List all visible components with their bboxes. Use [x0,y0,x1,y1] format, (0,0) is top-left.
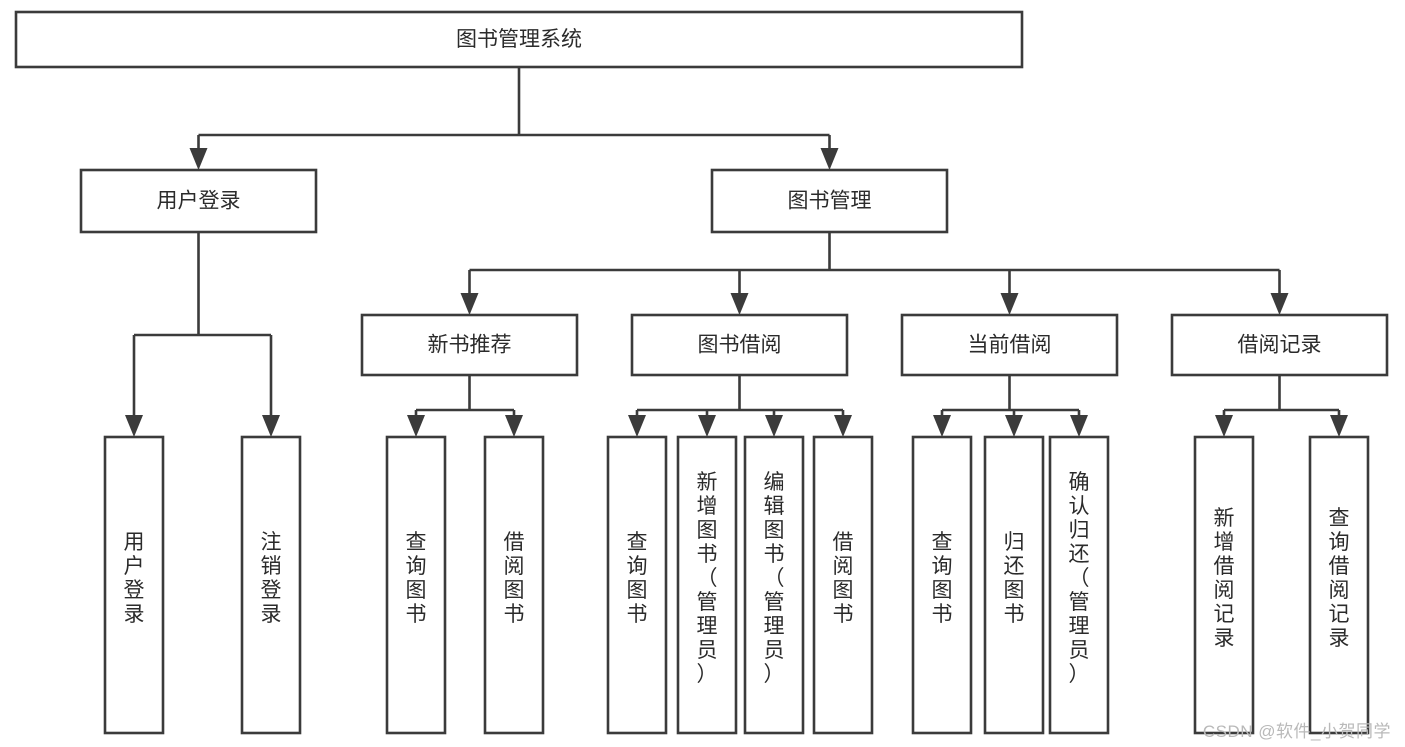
node-leaf-query-book-3[interactable]: 查询图书 [911,435,973,735]
node-label: 图书管理 [788,190,872,213]
node-label: 查询图书 [406,531,427,626]
csdn-watermark: CSDN @软件_小贺同学 [1202,722,1391,741]
node-box[interactable] [483,435,545,735]
node-label: 用户登录 [157,190,241,213]
node-box[interactable] [79,168,318,234]
arrow-head [834,415,852,437]
node-box[interactable] [812,435,874,735]
node-label: 借阅记录 [1238,334,1322,357]
arrow-head [1330,415,1348,437]
arrow-head [125,415,143,437]
node-label: 查询图书 [627,531,648,626]
arrow-head [1215,415,1233,437]
arrow-head [765,415,783,437]
node-label: 用户登录 [124,531,145,626]
node-box[interactable] [14,10,1024,69]
arrow-head [628,415,646,437]
connector-layer [125,67,1348,437]
node-root[interactable]: 图书管理系统 [14,10,1024,69]
arrow-head [730,293,749,315]
node-leaf-borrow-book-2[interactable]: 借阅图书 [812,435,874,735]
node-label: 借阅图书 [504,531,525,626]
node-box[interactable] [911,435,973,735]
node-box[interactable] [385,435,447,735]
arrow-head [933,415,951,437]
node-box[interactable] [1170,313,1389,377]
node-label: 编辑图书（管理员） [764,471,785,686]
node-leaf-return-book[interactable]: 归还图书 [983,435,1045,735]
node-label: 新书推荐 [428,334,512,357]
arrow-head [460,293,479,315]
node-current-borrow[interactable]: 当前借阅 [900,313,1119,377]
node-box[interactable] [1308,435,1370,735]
node-label: 当前借阅 [968,334,1052,357]
node-label: 图书借阅 [698,334,782,357]
node-leaf-query-book-1[interactable]: 查询图书 [385,435,447,735]
node-leaf-confirm-return[interactable]: 确认归还（管理员） [1048,435,1110,735]
node-label: 归还图书 [1004,531,1025,626]
node-label: 借阅图书 [833,531,854,626]
node-leaf-borrow-book-1[interactable]: 借阅图书 [483,435,545,735]
arrow-head [1000,293,1019,315]
node-leaf-add-book[interactable]: 新增图书（管理员） [676,435,738,735]
node-book-borrow[interactable]: 图书借阅 [630,313,849,377]
node-leaf-query-book-2[interactable]: 查询图书 [606,435,668,735]
node-leaf-edit-book[interactable]: 编辑图书（管理员） [743,435,805,735]
node-box[interactable] [1193,435,1255,735]
node-box[interactable] [360,313,579,377]
arrow-head [505,415,523,437]
node-box[interactable] [103,435,165,735]
arrow-head [262,415,280,437]
node-label: 确认归还（管理员） [1069,471,1090,686]
node-box[interactable] [606,435,668,735]
node-new-book-recommend[interactable]: 新书推荐 [360,313,579,377]
node-label: 图书管理系统 [456,28,582,51]
node-leaf-logout[interactable]: 注销登录 [240,435,302,735]
node-label: 注销登录 [261,531,282,626]
node-leaf-add-record[interactable]: 新增借阅记录 [1193,435,1255,735]
node-box[interactable] [240,435,302,735]
arrow-head [698,415,716,437]
node-leaf-user-login[interactable]: 用户登录 [103,435,165,735]
node-leaf-query-record[interactable]: 查询借阅记录 [1308,435,1370,735]
arrow-head [1270,293,1289,315]
node-box[interactable] [676,435,738,735]
arrow-head [1070,415,1088,437]
node-box[interactable] [983,435,1045,735]
node-box[interactable] [743,435,805,735]
node-layer: 图书管理系统用户登录图书管理新书推荐图书借阅当前借阅借阅记录用户登录注销登录查询… [14,10,1389,735]
arrow-head [1005,415,1023,437]
arrow-head [820,148,839,170]
arrow-head [407,415,425,437]
node-label: 查询图书 [932,531,953,626]
node-box[interactable] [630,313,849,377]
node-borrow-record[interactable]: 借阅记录 [1170,313,1389,377]
node-label: 查询借阅记录 [1329,507,1350,650]
node-label: 新增借阅记录 [1214,507,1235,650]
node-box[interactable] [900,313,1119,377]
node-box[interactable] [1048,435,1110,735]
arrow-head [189,148,208,170]
node-label: 新增图书（管理员） [697,471,718,686]
node-user-login[interactable]: 用户登录 [79,168,318,234]
node-book-manage[interactable]: 图书管理 [710,168,949,234]
node-box[interactable] [710,168,949,234]
